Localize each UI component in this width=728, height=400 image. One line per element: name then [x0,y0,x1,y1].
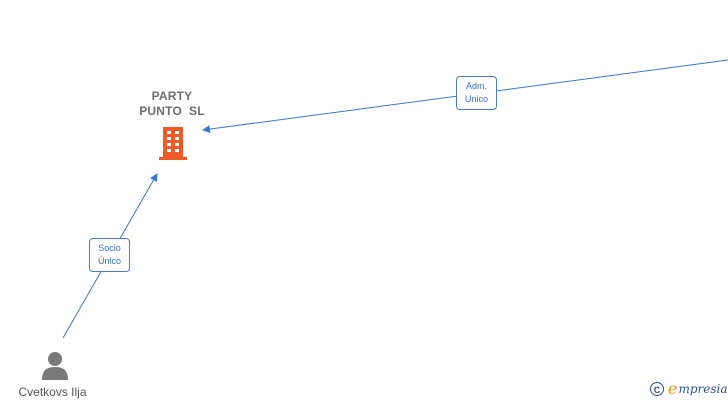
building-icon[interactable] [157,125,189,166]
edge-label-adm-line2: Unico [464,94,488,104]
person-name[interactable]: Cvetkovs Ilja [18,385,87,399]
edge-label-socio[interactable]: Socio Único [89,238,130,272]
company-name[interactable]: PARTY PUNTO SL [122,89,222,119]
edge-label-adm[interactable]: Adm. Unico [456,76,497,110]
edge-label-socio-line2: Único [97,256,121,266]
person-icon[interactable] [41,351,69,386]
brand-logo: C e mpresia [650,380,728,398]
copyright-icon: C [650,382,664,396]
brand-initial: e [668,379,678,398]
company-name-line2: PUNTO SL [139,104,205,118]
edge-label-socio-line1: Socio [98,243,121,253]
company-name-line1: PARTY [151,89,193,103]
brand-name: mpresia [678,382,728,396]
edge-label-adm-line1: Adm. [465,81,487,91]
